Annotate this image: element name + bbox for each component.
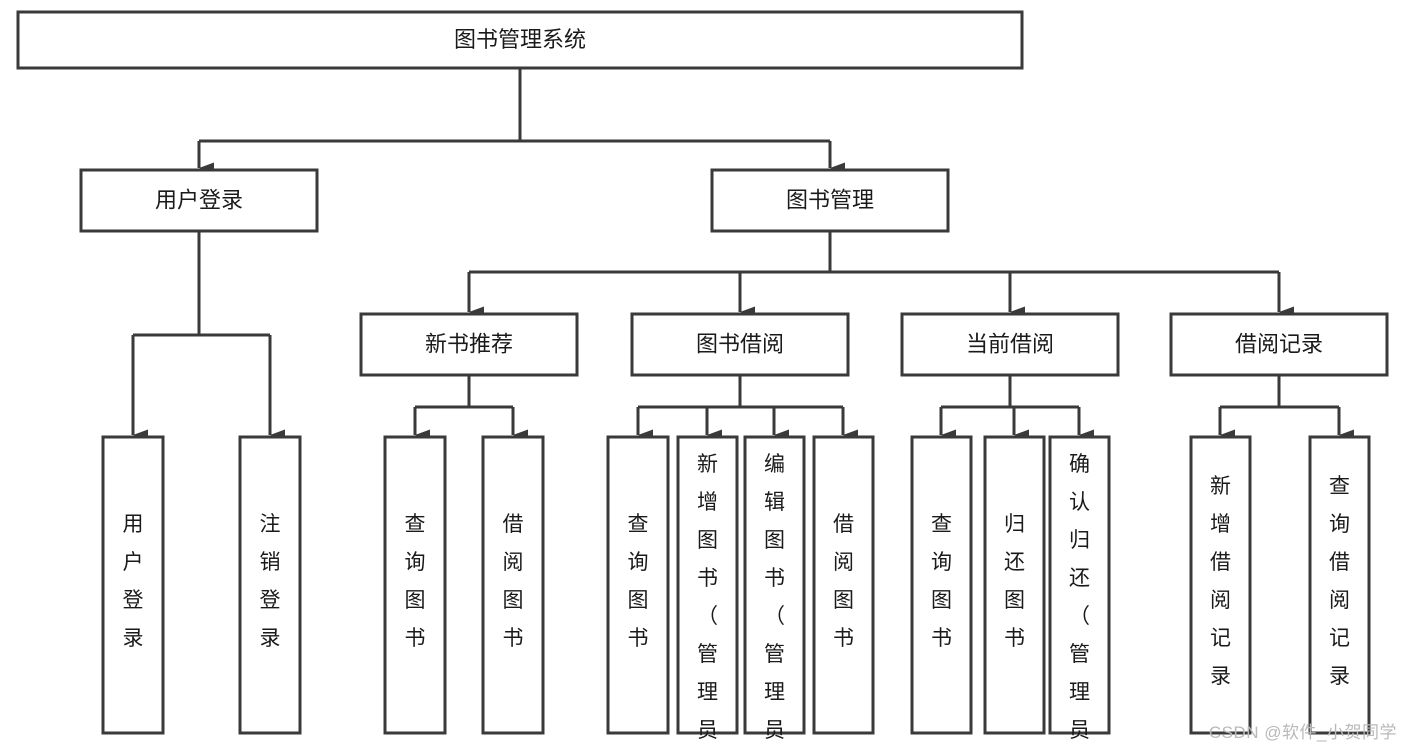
node-box[interactable] xyxy=(79,168,319,233)
node-box[interactable] xyxy=(383,435,447,735)
node-label: 借阅记录 xyxy=(1235,331,1323,356)
node-l3-1[interactable]: 图书借阅 xyxy=(630,312,850,377)
node-root-0[interactable]: 图书管理系统 xyxy=(16,10,1024,70)
node-box[interactable] xyxy=(710,168,950,233)
node-label: 归还图书 xyxy=(1004,513,1025,650)
node-leaf-6[interactable]: 编辑图书（管理员） xyxy=(743,435,806,747)
node-label: 查询图书 xyxy=(405,513,426,650)
node-label: 查询图书 xyxy=(931,513,952,650)
node-label: 借阅图书 xyxy=(833,513,854,650)
node-label: 编辑图书（管理员） xyxy=(764,453,785,747)
node-leaf-0[interactable]: 用户登录 xyxy=(101,435,165,735)
node-label: 图书管理系统 xyxy=(454,27,586,52)
node-label: 用户登录 xyxy=(123,513,144,650)
node-leaf-4[interactable]: 查询图书 xyxy=(606,435,670,735)
node-box[interactable] xyxy=(676,435,739,735)
node-box[interactable] xyxy=(359,312,579,377)
node-box[interactable] xyxy=(630,312,850,377)
node-leaf-10[interactable]: 确认归还（管理员） xyxy=(1048,435,1111,747)
node-box[interactable] xyxy=(812,435,875,735)
node-label: 注销登录 xyxy=(260,513,281,650)
node-label: 查询借阅记录 xyxy=(1329,475,1350,688)
node-label: 新增借阅记录 xyxy=(1210,475,1231,688)
node-box[interactable] xyxy=(910,435,973,735)
node-leaf-7[interactable]: 借阅图书 xyxy=(812,435,875,735)
node-layer: 图书管理系统用户登录图书管理新书推荐图书借阅当前借阅借阅记录用户登录注销登录查询… xyxy=(16,10,1389,747)
node-leaf-11[interactable]: 新增借阅记录 xyxy=(1189,435,1252,735)
node-leaf-12[interactable]: 查询借阅记录 xyxy=(1308,435,1371,735)
node-l3-0[interactable]: 新书推荐 xyxy=(359,312,579,377)
node-l3-3[interactable]: 借阅记录 xyxy=(1169,312,1389,377)
node-leaf-9[interactable]: 归还图书 xyxy=(983,435,1046,735)
node-l2-0[interactable]: 用户登录 xyxy=(79,168,319,233)
node-label: 确认归还（管理员） xyxy=(1069,453,1090,747)
node-label: 图书管理 xyxy=(786,187,874,212)
node-label: 用户登录 xyxy=(155,187,243,212)
node-box[interactable] xyxy=(16,10,1024,70)
node-box[interactable] xyxy=(1308,435,1371,735)
node-box[interactable] xyxy=(1189,435,1252,735)
node-box[interactable] xyxy=(983,435,1046,735)
node-box[interactable] xyxy=(1048,435,1111,735)
node-leaf-3[interactable]: 借阅图书 xyxy=(481,435,545,735)
node-label: 图书借阅 xyxy=(696,331,784,356)
node-label: 新书推荐 xyxy=(425,331,513,356)
node-box[interactable] xyxy=(481,435,545,735)
node-box[interactable] xyxy=(1169,312,1389,377)
node-leaf-8[interactable]: 查询图书 xyxy=(910,435,973,735)
node-l2-1[interactable]: 图书管理 xyxy=(710,168,950,233)
node-box[interactable] xyxy=(238,435,302,735)
node-label: 当前借阅 xyxy=(966,331,1054,356)
node-l3-2[interactable]: 当前借阅 xyxy=(900,312,1120,377)
node-leaf-1[interactable]: 注销登录 xyxy=(238,435,302,735)
node-label: 借阅图书 xyxy=(503,513,524,650)
node-label: 查询图书 xyxy=(628,513,649,650)
connector-lines xyxy=(131,68,1354,441)
node-box[interactable] xyxy=(101,435,165,735)
node-box[interactable] xyxy=(900,312,1120,377)
node-leaf-5[interactable]: 新增图书（管理员） xyxy=(676,435,739,747)
node-leaf-2[interactable]: 查询图书 xyxy=(383,435,447,735)
node-box[interactable] xyxy=(743,435,806,735)
node-box[interactable] xyxy=(606,435,670,735)
node-label: 新增图书（管理员） xyxy=(697,453,718,747)
